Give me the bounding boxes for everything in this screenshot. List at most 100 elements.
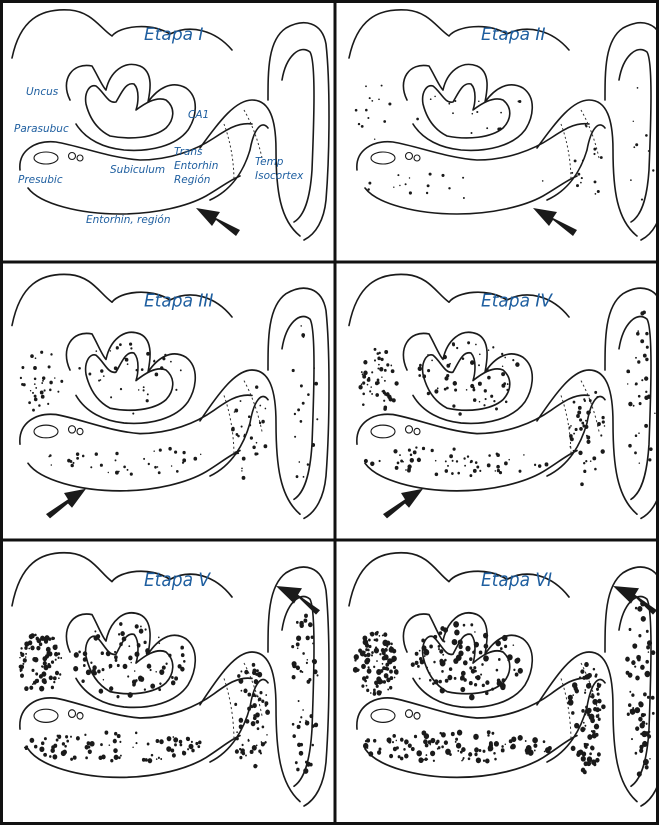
stipple-dot xyxy=(403,748,405,751)
stipple-dot xyxy=(266,710,268,713)
stipple-dot xyxy=(575,689,579,694)
stipple-dot xyxy=(407,464,411,469)
stipple-dot xyxy=(237,674,240,678)
stipple-dot xyxy=(571,172,573,174)
stipple-dot xyxy=(365,648,368,651)
stipple-dot xyxy=(384,393,386,396)
stipple-dot xyxy=(594,468,596,471)
stipple-dot xyxy=(30,646,34,651)
stipple-dot xyxy=(384,369,387,372)
stipple-dot xyxy=(382,390,385,393)
stipple-dot xyxy=(316,418,318,420)
stipple-dot xyxy=(649,758,651,760)
stipple-dot xyxy=(85,756,88,759)
stipple-dot xyxy=(81,679,84,683)
stipple-dot xyxy=(479,401,481,403)
stipple-dot xyxy=(496,669,499,672)
stipple-dot xyxy=(502,678,506,682)
stipple-dot xyxy=(441,745,444,748)
stipple-dot xyxy=(637,360,640,363)
stipple-dot xyxy=(400,459,403,462)
stipple-dot xyxy=(399,454,401,456)
stipple-dot xyxy=(156,739,160,743)
stipple-dot xyxy=(58,677,60,679)
stipple-dot xyxy=(433,635,437,639)
stipple-dot xyxy=(296,768,299,772)
stipple-dot xyxy=(578,749,583,755)
stipple-dot xyxy=(631,693,634,697)
stipple-dot xyxy=(640,339,644,343)
stipple-dot xyxy=(456,347,458,349)
stipple-dot xyxy=(113,748,117,753)
stipple-dot xyxy=(135,624,139,628)
stipple-dot xyxy=(263,742,266,745)
stipple-dot xyxy=(585,124,587,126)
stipple-dot xyxy=(651,650,655,655)
stipple-dot xyxy=(417,458,421,462)
stipple-dot xyxy=(490,395,493,398)
stipple-dot xyxy=(371,100,373,102)
stipple-dot xyxy=(41,665,43,667)
stipple-dot xyxy=(456,743,461,749)
stipple-dot xyxy=(307,680,311,684)
stipple-dot xyxy=(435,741,438,745)
stipple-dot xyxy=(355,109,358,112)
stipple-dot xyxy=(58,657,60,659)
stipple-dot xyxy=(159,669,164,675)
stipple-dot xyxy=(376,676,381,682)
stipple-dot xyxy=(362,403,365,406)
stipple-dot xyxy=(651,696,655,700)
stipple-dot xyxy=(53,681,55,683)
stipple-dot xyxy=(150,683,155,688)
stipple-dot xyxy=(103,375,105,377)
stipple-dot xyxy=(456,460,458,463)
stipple-dot xyxy=(635,434,637,437)
stipple-dot xyxy=(200,454,201,455)
stipple-dot xyxy=(587,713,590,716)
stipple-dot xyxy=(473,387,475,389)
stipple-dot xyxy=(362,375,366,379)
stipple-dot xyxy=(628,371,630,373)
stipple-dot xyxy=(384,380,386,382)
stipple-dot xyxy=(160,758,162,760)
stipple-dot xyxy=(538,464,541,468)
stipple-dot xyxy=(448,187,450,189)
stipple-dot xyxy=(452,404,455,407)
stipple-dot xyxy=(441,670,444,673)
stipple-dot xyxy=(191,741,193,743)
stipple-dot xyxy=(476,111,478,113)
stipple-dot xyxy=(492,346,494,348)
stipple-dot xyxy=(127,469,129,471)
stipple-dot xyxy=(645,765,649,769)
stipple-dot xyxy=(241,468,243,470)
stipple-dot xyxy=(576,414,580,418)
stipple-dot xyxy=(302,652,305,655)
stipple-dot xyxy=(597,190,600,193)
stipple-dot xyxy=(135,732,137,735)
label-region: Región xyxy=(174,174,210,186)
stipple-dot xyxy=(501,748,505,752)
stipple-dot xyxy=(256,744,258,746)
stipple-dot xyxy=(159,739,163,744)
stage-arrow xyxy=(196,208,240,236)
stipple-dot xyxy=(427,354,428,356)
stipple-dot xyxy=(100,464,103,467)
stipple-dot xyxy=(644,395,648,400)
stipple-dot xyxy=(410,458,414,463)
stipple-dot xyxy=(598,718,601,721)
stipple-dot xyxy=(147,664,152,669)
stipple-dot xyxy=(483,655,489,661)
stipple-dot xyxy=(132,413,134,415)
stipple-dot xyxy=(575,428,578,431)
stipple-dot xyxy=(301,333,305,337)
stipple-dot xyxy=(42,380,44,382)
stipple-dot xyxy=(171,465,172,467)
stipple-dot xyxy=(43,638,45,641)
stipple-dot xyxy=(586,440,590,444)
stipple-dot xyxy=(361,383,363,385)
stipple-dot xyxy=(584,400,586,402)
stipple-dot xyxy=(571,711,574,715)
stipple-dot xyxy=(583,770,587,774)
stipple-dot xyxy=(375,393,379,397)
stipple-dot xyxy=(601,704,605,709)
